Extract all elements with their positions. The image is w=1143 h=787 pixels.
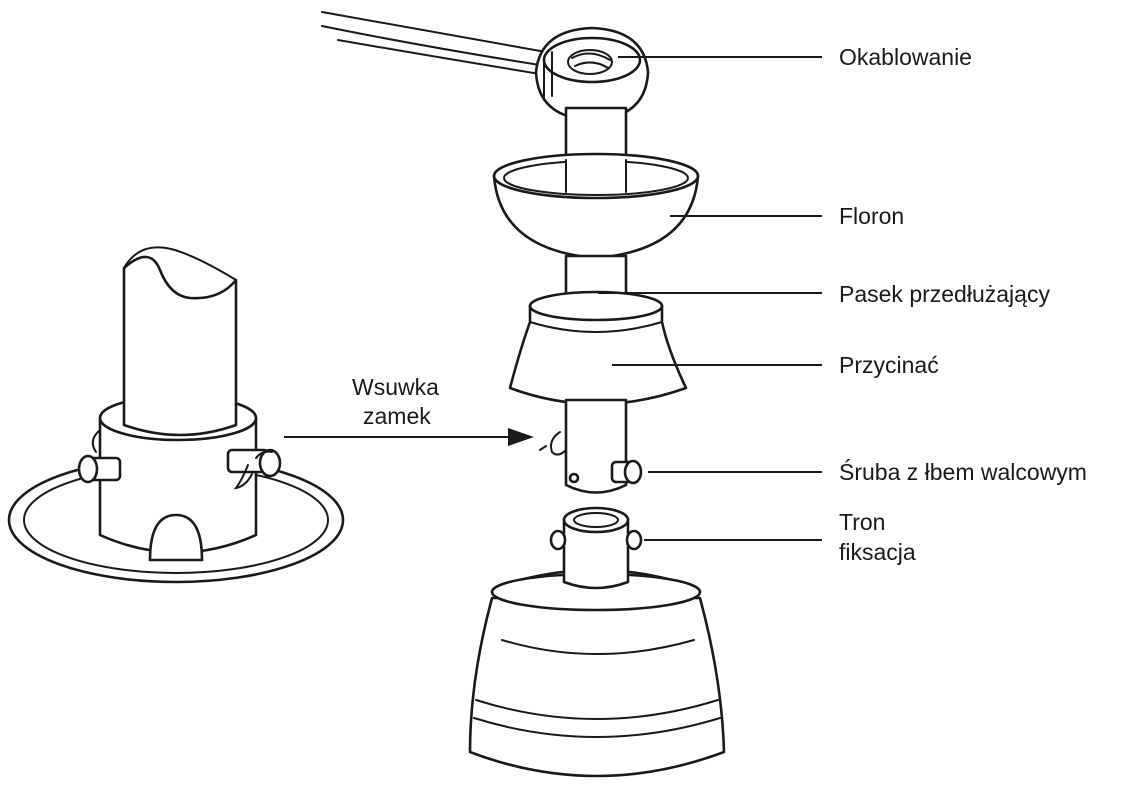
label-extension-rod: Pasek przedłużający [839, 281, 1050, 307]
motor-housing [468, 506, 726, 778]
label-fixation-line1: Tron [839, 509, 886, 535]
power-cables [321, 11, 553, 77]
lock-pointer [284, 428, 534, 446]
label-wiring: Okablowanie [839, 44, 972, 70]
trim-ring [508, 290, 688, 406]
canopy [492, 152, 700, 260]
detail-motor-collar [7, 246, 345, 584]
label-lock-line1: Wsuwka [352, 374, 439, 400]
label-fixation-line2: fiksacja [839, 539, 916, 565]
label-pin-screw: Śruba z łbem walcowym [839, 459, 1087, 485]
label-trim: Przycinać [839, 352, 939, 378]
downrod-lower [539, 398, 643, 494]
hanger-ball [534, 26, 650, 122]
arrowhead-right-icon [508, 428, 534, 446]
label-lock-line2: zamek [363, 403, 431, 429]
label-canopy: Floron [839, 203, 905, 229]
